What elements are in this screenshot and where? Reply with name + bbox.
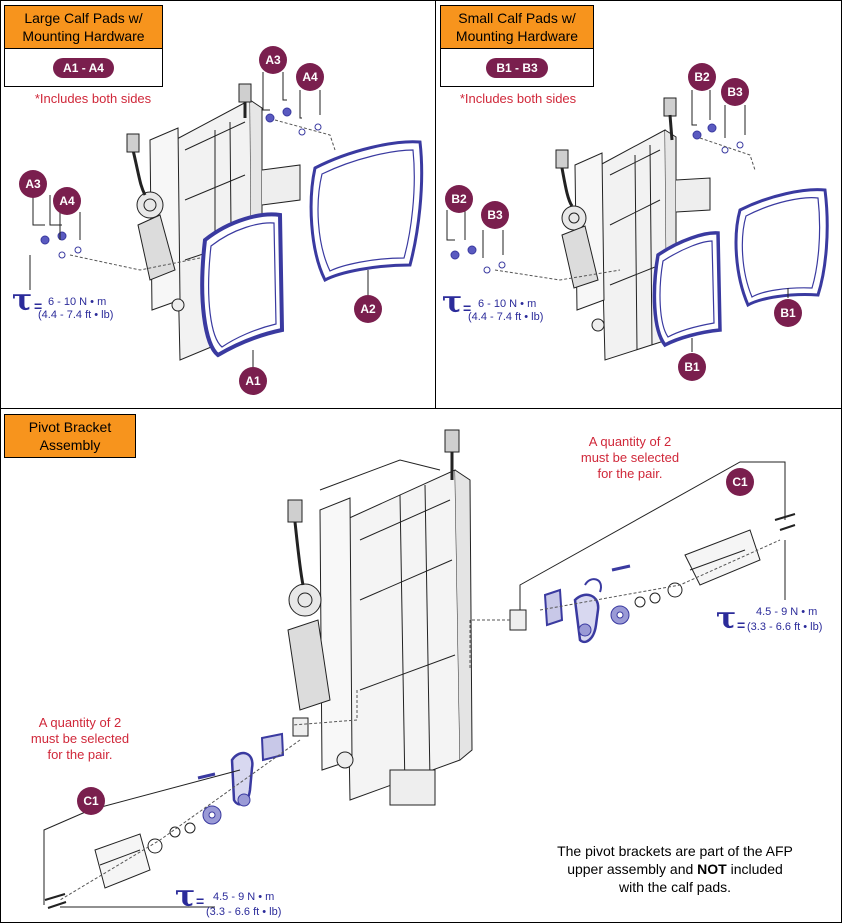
callout-b1-right: B1 bbox=[774, 299, 802, 327]
callout-c1-left: C1 bbox=[77, 787, 105, 815]
qty-note-right-line3: for the pair. bbox=[597, 466, 663, 481]
callout-a2: A2 bbox=[354, 295, 382, 323]
qty-note-left: A quantity of 2 must be selected for the… bbox=[5, 715, 155, 763]
large-pads-title-line1: Large Calf Pads w/ bbox=[24, 10, 143, 26]
callout-b1-front: B1 bbox=[678, 353, 706, 381]
footnote-line2-start: upper assembly and bbox=[567, 861, 698, 877]
actuator-drawing-small bbox=[555, 97, 711, 361]
torque-tau-small: τ bbox=[442, 285, 463, 320]
small-pad-b1-front bbox=[652, 231, 722, 348]
large-pads-note: *Includes both sides bbox=[34, 91, 152, 106]
torque-equals-pivot-right: = bbox=[737, 617, 746, 633]
torque-equals-pivot-left: = bbox=[196, 893, 205, 909]
torque-main-pivot-left: 4.5 - 9 N • m bbox=[213, 891, 275, 903]
callout-a3-top: A3 bbox=[259, 46, 287, 74]
qty-note-right: A quantity of 2 must be selected for the… bbox=[555, 434, 705, 482]
qty-note-left-line2: must be selected bbox=[30, 731, 130, 746]
torque-main-small: 6 - 10 N • m bbox=[478, 298, 537, 310]
torque-main-pivot-right: 4.5 - 9 N • m bbox=[756, 606, 818, 618]
footnote-line3: with the calf pads. bbox=[618, 879, 732, 895]
callout-b3-top: B3 bbox=[721, 78, 749, 106]
small-pads-code: B1 - B3 bbox=[486, 57, 548, 78]
small-pad-b1-back bbox=[734, 188, 829, 308]
torque-alt-pivot-left: (3.3 - 6.6 ft • lb) bbox=[206, 906, 282, 918]
torque-alt-large: (4.4 - 7.4 ft • lb) bbox=[38, 309, 114, 321]
callout-a3-left: A3 bbox=[19, 170, 47, 198]
large-pad-a2 bbox=[309, 140, 424, 283]
qty-note-right-line1: A quantity of 2 bbox=[588, 434, 672, 449]
callout-a4-left: A4 bbox=[53, 187, 81, 215]
large-pads-code: A1 - A4 bbox=[53, 57, 114, 78]
torque-equals-large: = bbox=[34, 298, 43, 314]
actuator-drawing-pivot bbox=[287, 429, 473, 806]
small-pads-title-line2: Mounting Hardware bbox=[455, 28, 579, 44]
small-pads-code-box: B1 - B3 bbox=[440, 49, 594, 87]
qty-note-right-line2: must be selected bbox=[580, 450, 680, 465]
callout-b2-left: B2 bbox=[445, 185, 473, 213]
pivot-title-line1: Pivot Bracket bbox=[28, 419, 112, 435]
callout-b2-top: B2 bbox=[688, 63, 716, 91]
pivot-bracket-footnote: The pivot brackets are part of the AFP u… bbox=[520, 842, 830, 896]
callout-b3-left: B3 bbox=[481, 201, 509, 229]
torque-tau-pivot-left: τ bbox=[175, 879, 196, 914]
pivot-bracket-title: Pivot Bracket Assembly bbox=[4, 414, 136, 458]
large-pads-code-box: A1 - A4 bbox=[4, 49, 163, 87]
small-pads-note: *Includes both sides bbox=[459, 91, 577, 106]
callout-c1-right: C1 bbox=[726, 468, 754, 496]
pivot-title-line2: Assembly bbox=[39, 437, 101, 453]
small-pads-title-line1: Small Calf Pads w/ bbox=[458, 10, 576, 26]
footnote-line2-end: included bbox=[726, 861, 783, 877]
qty-note-left-line1: A quantity of 2 bbox=[38, 715, 122, 730]
large-pads-title: Large Calf Pads w/ Mounting Hardware bbox=[4, 5, 163, 49]
torque-tau-pivot-right: τ bbox=[716, 601, 737, 636]
footnote-not-emphasis: NOT bbox=[697, 861, 727, 877]
torque-alt-pivot-right: (3.3 - 6.6 ft • lb) bbox=[747, 621, 823, 633]
torque-equals-small: = bbox=[463, 300, 472, 316]
large-pads-title-line2: Mounting Hardware bbox=[22, 28, 145, 44]
footnote-line1: The pivot brackets are part of the AFP bbox=[557, 843, 793, 859]
small-pads-title: Small Calf Pads w/ Mounting Hardware bbox=[440, 5, 594, 49]
callout-a1: A1 bbox=[239, 367, 267, 395]
footnote-line2: upper assembly and NOT included bbox=[520, 860, 830, 878]
torque-main-large: 6 - 10 N • m bbox=[48, 296, 107, 308]
callout-a4-top: A4 bbox=[296, 63, 324, 91]
large-pad-a1 bbox=[200, 212, 285, 358]
qty-note-left-line3: for the pair. bbox=[47, 747, 113, 762]
torque-tau-large: τ bbox=[12, 283, 33, 318]
torque-alt-small: (4.4 - 7.4 ft • lb) bbox=[468, 311, 544, 323]
